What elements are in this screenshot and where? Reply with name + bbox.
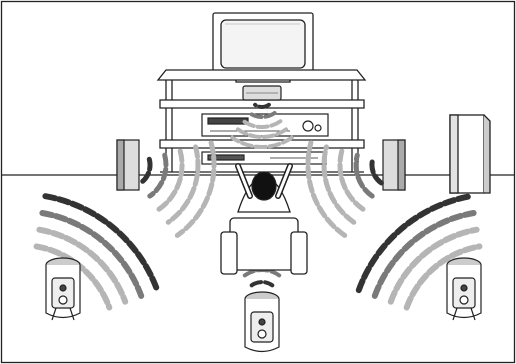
surround-back-wave-1: [252, 282, 273, 285]
front-right-speaker-icon: [383, 140, 405, 190]
subwoofer-icon: [450, 115, 490, 193]
center-speaker-icon: [243, 86, 281, 100]
front-right-wave-1: [372, 159, 381, 183]
surround-left-speaker-icon: [46, 258, 80, 320]
listener-icon: [238, 166, 290, 212]
surround-back-wave-2: [245, 270, 279, 275]
front-left-wave-1: [141, 159, 150, 183]
front-left-speaker-icon: [117, 140, 139, 190]
armchair-icon: [221, 218, 307, 274]
surround-right-speaker-icon: [447, 258, 481, 320]
surround-back-speaker-icon: [245, 292, 279, 352]
